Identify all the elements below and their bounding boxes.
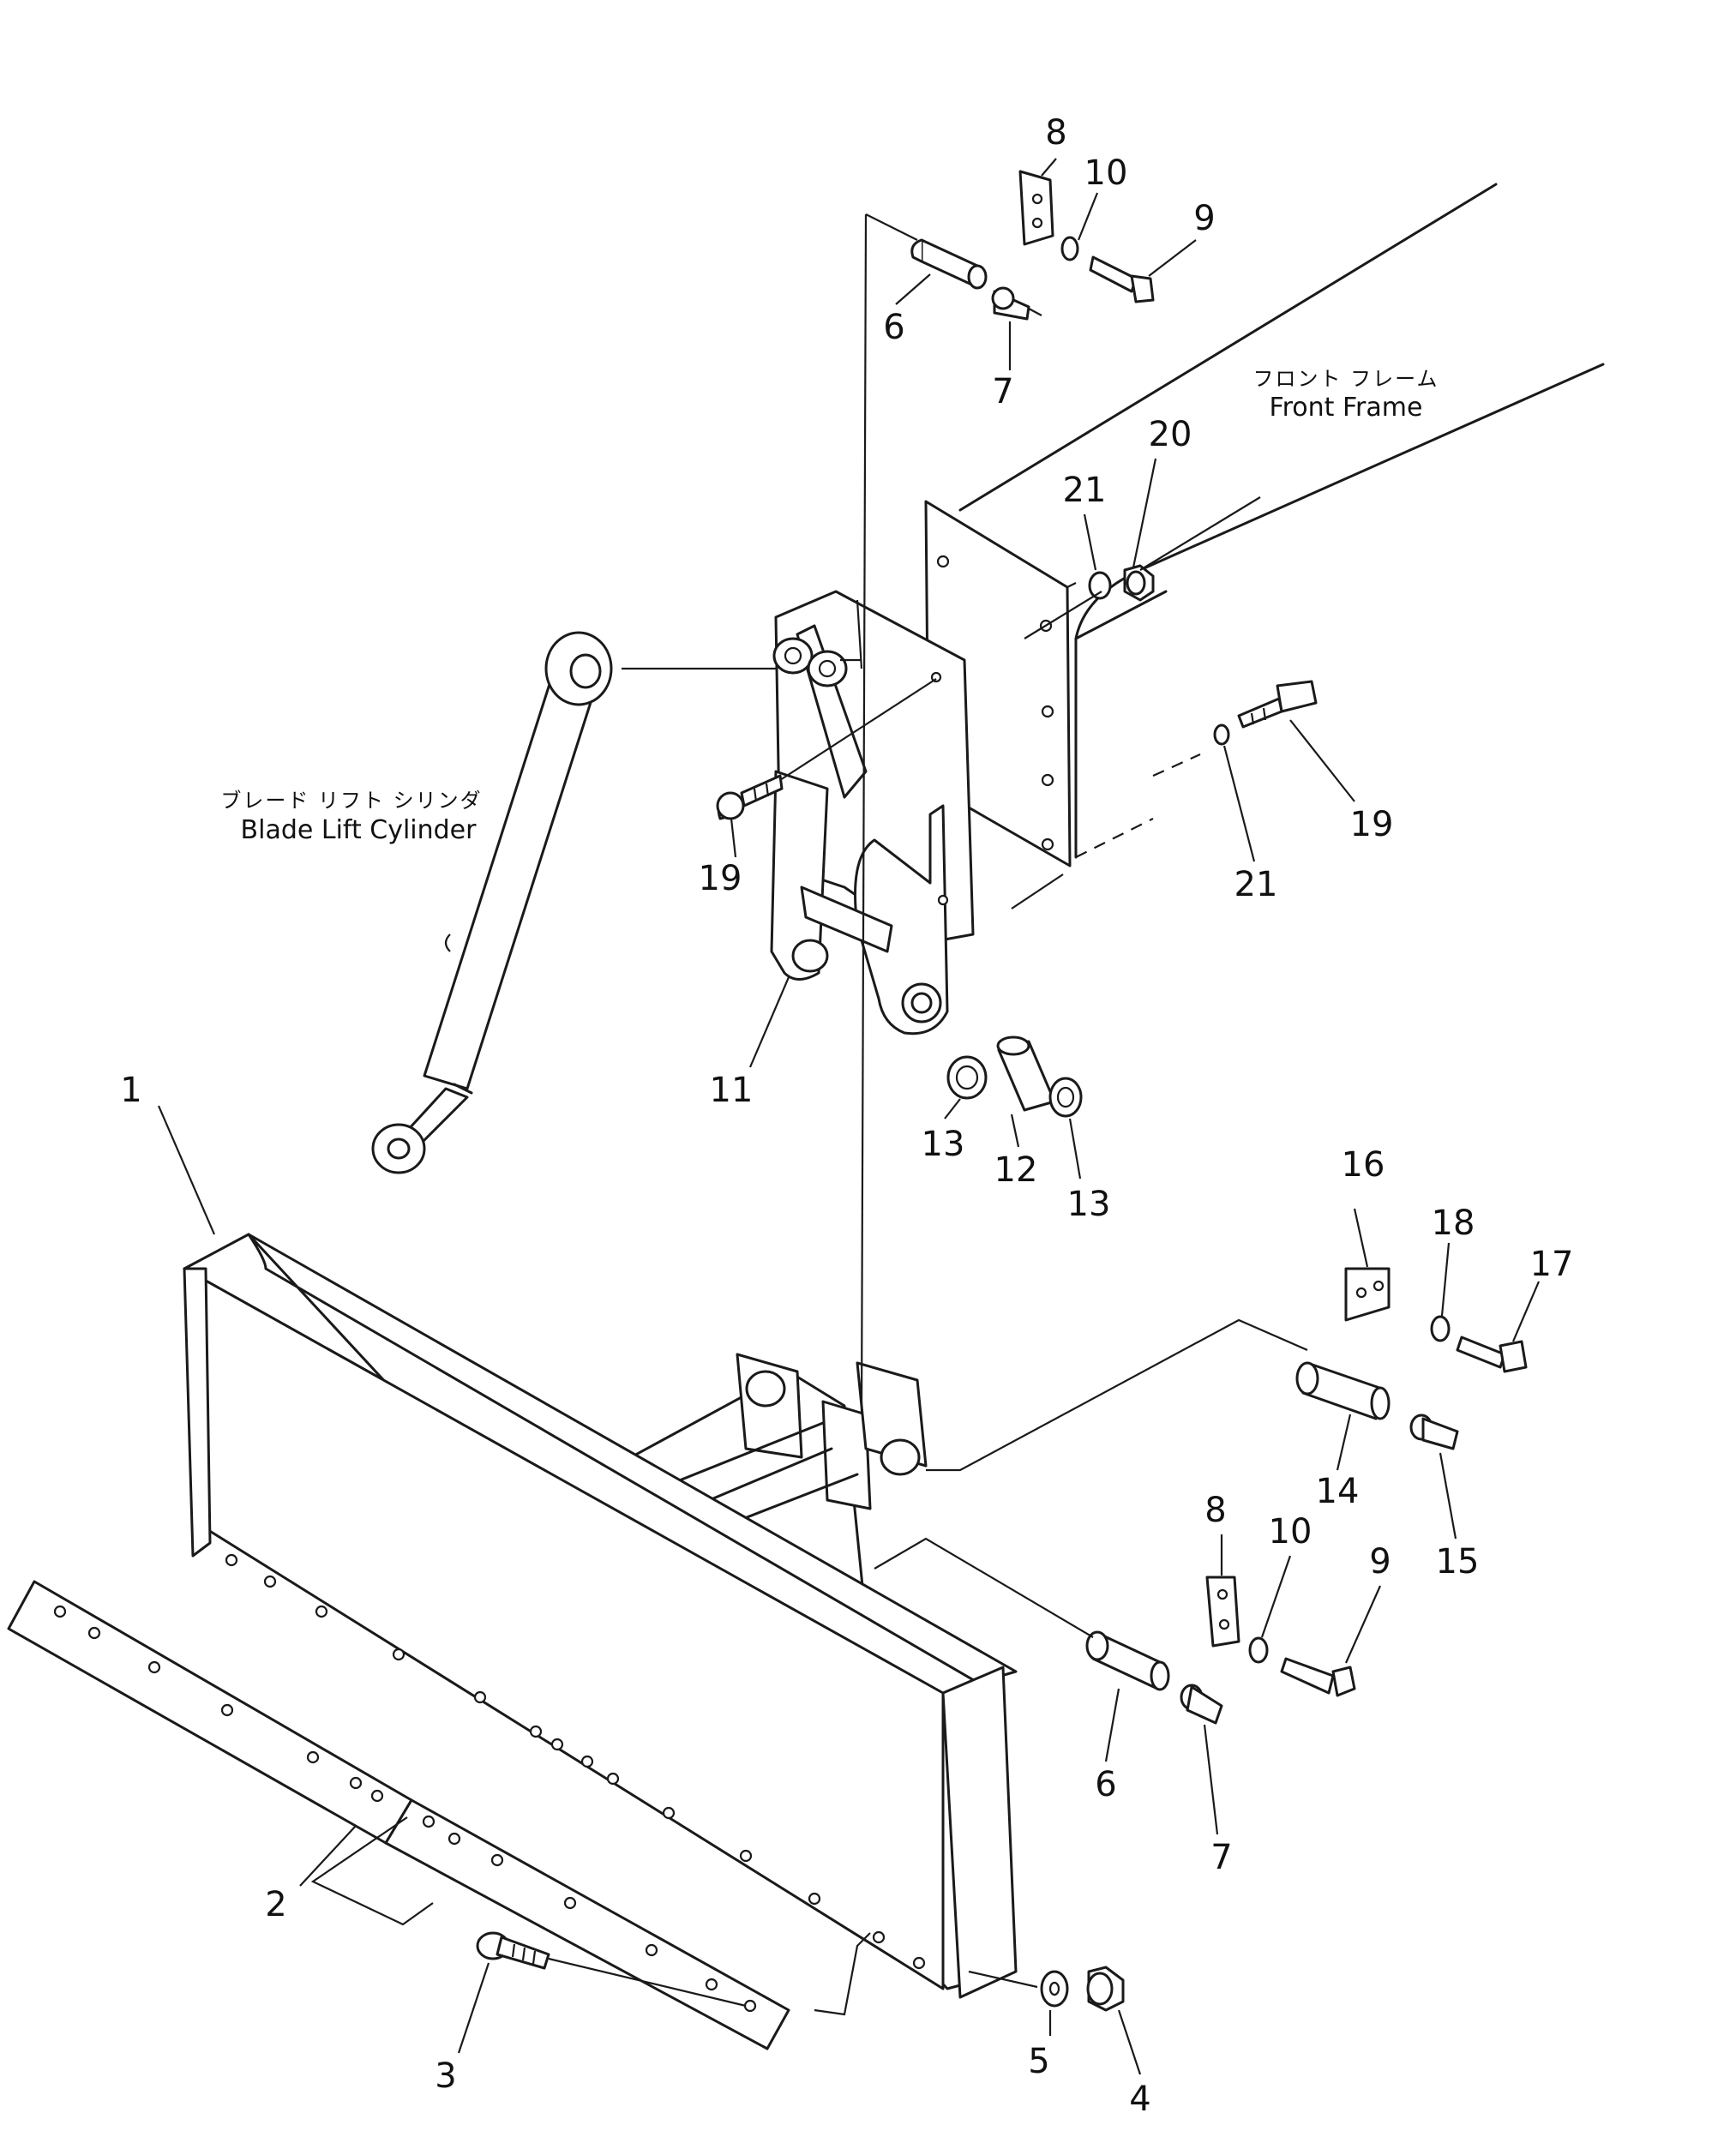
washer (1088, 571, 1112, 600)
callout-numbers: 1 2 3 4 5 6 7 8 9 10 11 12 13 13 14 15 1… (120, 113, 1573, 2119)
blade-holes (225, 1553, 926, 1970)
bushing-group (946, 1035, 1083, 1118)
washer (1213, 723, 1230, 746)
callout-8-b: 8 (1204, 1491, 1226, 1530)
cutting-edge-holes (53, 1605, 757, 2013)
plow-bolt (476, 1931, 550, 1970)
callout-14: 14 (1316, 1472, 1360, 1511)
cylinder-label-ja: ブレード リフト シリンダ (220, 789, 482, 813)
lower-pin-group (1295, 1267, 1528, 1450)
lock-plate (1018, 170, 1054, 246)
nut-leader (968, 1970, 1038, 1989)
front-frame (924, 183, 1605, 867)
callout-4: 4 (1129, 2080, 1150, 2119)
blade-bracket (770, 590, 975, 1035)
callout-21-b: 21 (1234, 865, 1278, 904)
cylinder-label: ブレード リフト シリンダ Blade Lift Cylinder (220, 789, 482, 845)
callout-2: 2 (265, 1885, 286, 1924)
edge-leader (814, 1932, 871, 2016)
callout-12: 12 (994, 1150, 1038, 1190)
callout-11: 11 (710, 1071, 754, 1110)
callout-20: 20 (1149, 415, 1192, 454)
callout-6-b: 6 (1095, 1765, 1116, 1804)
bolt (716, 774, 784, 820)
callout-13-b: 13 (1067, 1185, 1111, 1224)
callout-19-b: 19 (1350, 805, 1394, 844)
lock-plate (1344, 1267, 1391, 1322)
blade-lift-cylinder (371, 631, 613, 1174)
callout-9-b: 9 (1369, 1542, 1391, 1582)
callout-18: 18 (1432, 1204, 1475, 1243)
callout-6: 6 (883, 308, 904, 347)
callout-10-b: 10 (1269, 1512, 1313, 1552)
callout-9: 9 (1193, 199, 1215, 238)
bolt (1237, 680, 1318, 729)
lock-plate (1205, 1576, 1240, 1648)
front-frame-label-ja: フロント フレーム (1253, 367, 1439, 391)
callout-8: 8 (1045, 113, 1066, 153)
callout-15: 15 (1436, 1542, 1480, 1582)
callout-13: 13 (922, 1125, 965, 1164)
callout-leaders (157, 158, 1541, 2075)
callout-21: 21 (1063, 471, 1107, 510)
pin-leader-6 (874, 1537, 1094, 1638)
front-frame-label: フロント フレーム Front Frame (1253, 367, 1439, 423)
cylinder-label-en: Blade Lift Cylinder (241, 815, 478, 845)
lower-center-pin-group (1085, 1576, 1356, 1725)
blade (183, 1233, 1018, 1999)
callout-7-b: 7 (1210, 1838, 1232, 1877)
nut (1086, 1966, 1125, 2012)
callout-10: 10 (1084, 153, 1128, 193)
callout-5: 5 (1028, 2042, 1049, 2081)
cutting-edge (7, 1580, 790, 2050)
pin-leader-14 (926, 1318, 1308, 1472)
washer (1430, 1315, 1451, 1342)
callout-16: 16 (1342, 1145, 1385, 1185)
callout-3: 3 (435, 2056, 456, 2096)
callout-1: 1 (120, 1071, 141, 1110)
center-leader (860, 213, 868, 1415)
nut (1123, 564, 1155, 602)
bolt-leader (548, 1957, 747, 2008)
upper-pin-group (910, 170, 1155, 321)
washer (1248, 1636, 1269, 1664)
callout-19: 19 (699, 859, 742, 898)
callout-7: 7 (992, 372, 1013, 411)
callout-17: 17 (1530, 1245, 1574, 1284)
front-frame-label-en: Front Frame (1270, 393, 1423, 423)
washer (1060, 236, 1079, 261)
